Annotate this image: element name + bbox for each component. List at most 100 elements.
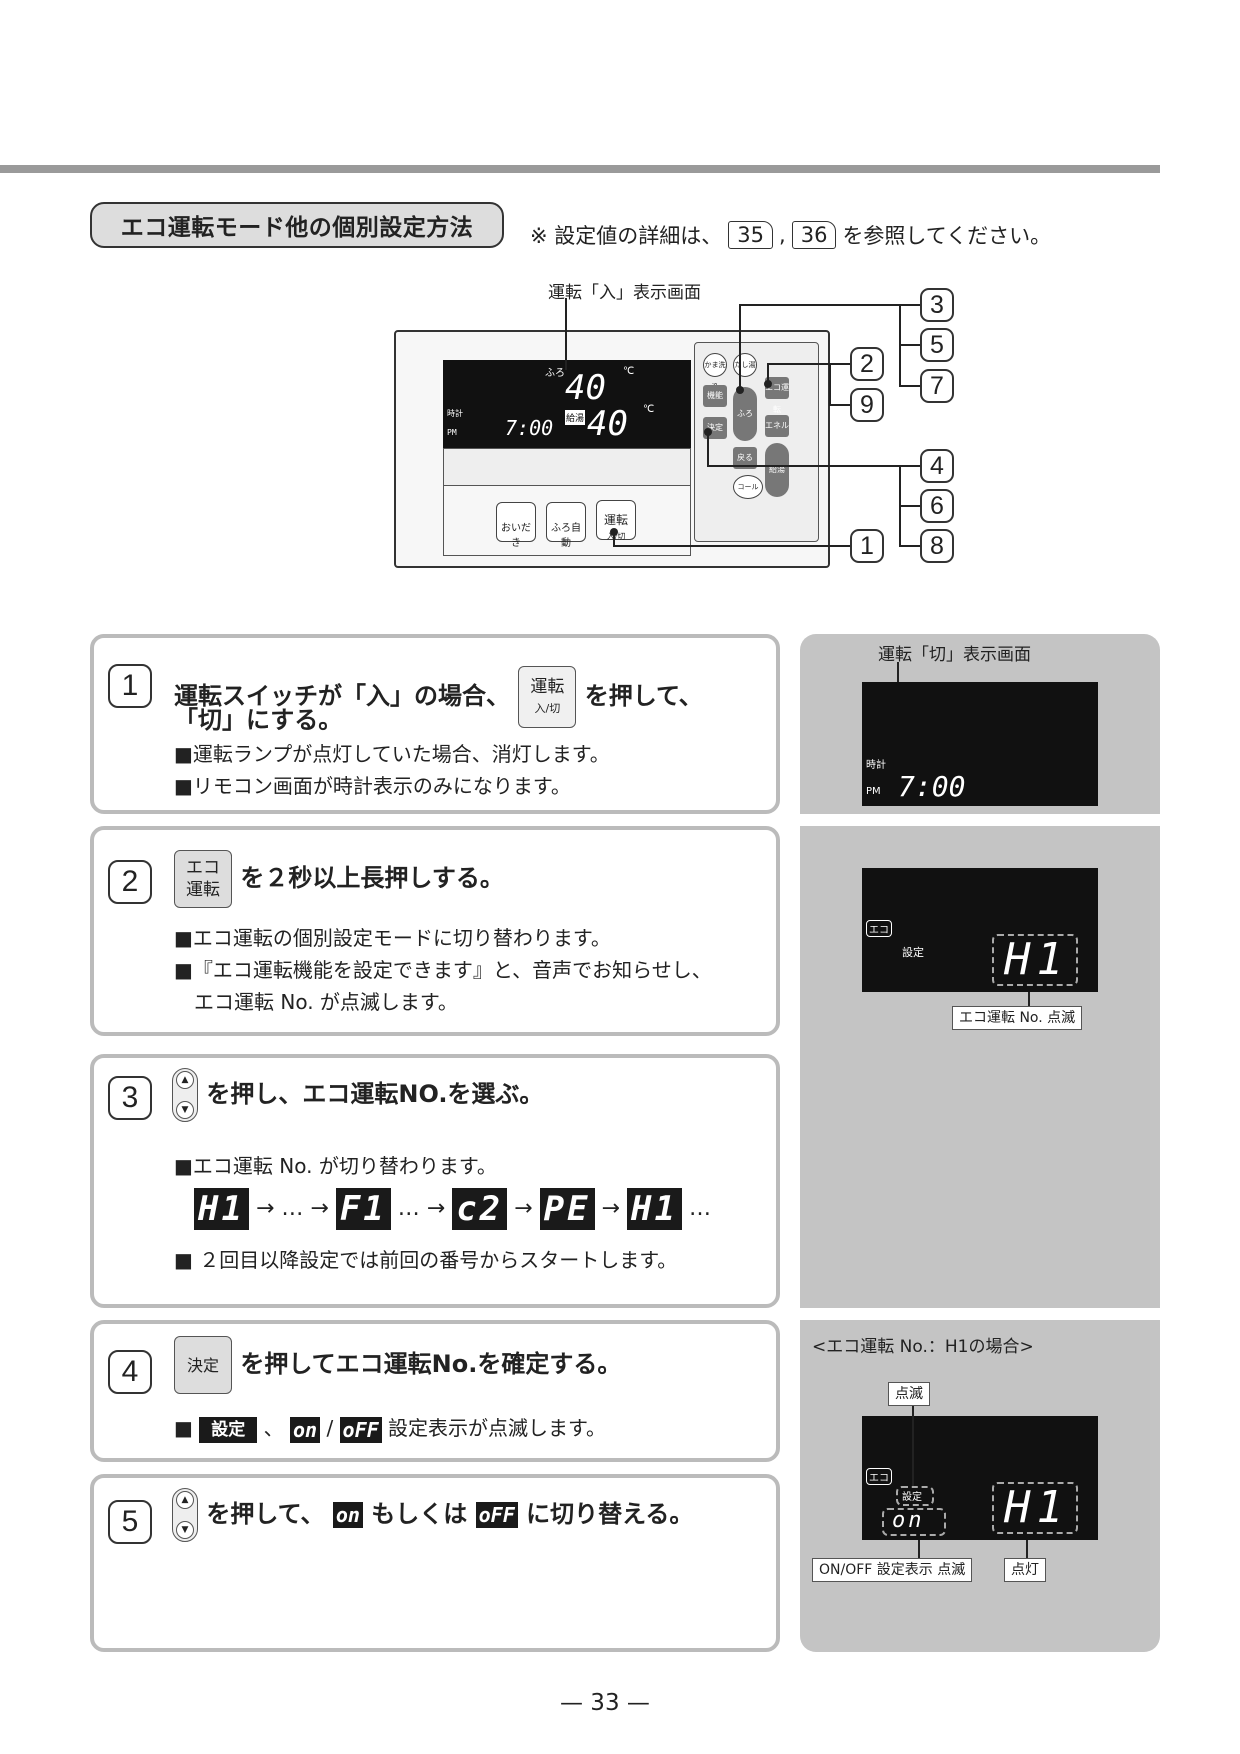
step-bullet: ■リモコン画面が時計表示のみになります。 [174, 774, 571, 798]
step-bullet: ■運転ランプが点灯していた場合、消灯します。 [174, 742, 610, 766]
furo-auto-button[interactable]: ふろ自動 [546, 502, 586, 549]
step-number: 3 [108, 1076, 152, 1120]
eco-button[interactable]: エコ運転 [765, 377, 789, 414]
callout-2: 2 [850, 347, 884, 381]
remote-lcd: ふろ 40 ℃ 時計 PM 7:00 給湯 40 ℃ [443, 360, 691, 448]
lcd-off: 時計 PM 7:00 [862, 682, 1098, 806]
seg-on: on [332, 1502, 363, 1528]
step-1: 1 運転スイッチが「入」の場合、 運転入/切 を押して、 「切」にする。 ■運転… [90, 634, 780, 814]
step-bullet: エコ運転 No. が点滅します。 [194, 990, 458, 1014]
kamado-button[interactable]: かま洗浄 [703, 353, 727, 391]
oidaki-button[interactable]: おいだき [496, 502, 536, 549]
kettei-button[interactable]: 決定 [703, 417, 727, 439]
lcd-clock-label: 時計 [866, 760, 886, 771]
seg-off: oFF [475, 1502, 518, 1528]
furo-updown-icon: ▲ふろ▼ [172, 1068, 198, 1122]
lcd-eco-mode: エコ 設定 H1 [862, 868, 1098, 992]
reference-note: ※ 設定値の詳細は、 35 , 36 を参照してください。 [530, 220, 1051, 250]
onoff-blink-tag: ON/OFF 設定表示 点滅 [812, 1558, 973, 1582]
lcd-h1: エコ 設定 on H1 [862, 1416, 1098, 1540]
step-number: 1 [108, 664, 152, 708]
callout-9: 9 [850, 388, 884, 422]
tashi-button[interactable]: たし湯 [733, 353, 757, 377]
panel-h1-case: <エコ運転 No.：H1の場合> 点滅 エコ 設定 on H1 ON/OFF 設… [800, 1320, 1160, 1652]
seg-code: F1 [335, 1188, 391, 1230]
diagram-label: 運転「入」表示画面 [548, 283, 701, 303]
blink-frame [992, 934, 1078, 986]
panel-off-screen: 運転「切」表示画面 時計 PM 7:00 [800, 634, 1160, 814]
kyuto-updown[interactable]: 給湯 [765, 443, 789, 497]
lcd-code: H1 [1004, 1482, 1069, 1533]
step-bullet: ■エコ運転 No. が切り替わります。 [174, 1154, 497, 1178]
lcd-furo: ふろ [545, 368, 565, 379]
callout-6: 6 [920, 489, 954, 523]
page-number: — 33 — [560, 1690, 650, 1716]
step-number: 5 [108, 1500, 152, 1544]
ref-prefix: ※ 設定値の詳細は、 [530, 224, 723, 248]
seg-code: H1 [626, 1188, 682, 1230]
lcd-pm: PM [447, 428, 457, 437]
lit-tag: 点灯 [1004, 1558, 1046, 1582]
ref-sep: , [779, 223, 786, 247]
panel-caption: <エコ運転 No.：H1の場合> [812, 1337, 1034, 1357]
lcd-setting: 設定 [902, 1492, 922, 1503]
eco-key-icon: エコ運転 [174, 850, 232, 908]
furo-updown[interactable]: ふろ [733, 387, 757, 441]
seg-code: PE [539, 1188, 595, 1230]
blink-tag: エコ運転 No. 点滅 [952, 1006, 1083, 1030]
callout-4: 4 [920, 449, 954, 483]
lcd-kyuto: 給湯 [565, 410, 586, 425]
seg-code: H1 [194, 1188, 249, 1230]
blink-tag: 点滅 [888, 1382, 930, 1406]
remote-button-row: おいだき ふろ自動 運転入/切 [443, 486, 691, 556]
page-ref-35[interactable]: 35 [728, 221, 774, 249]
step-title: エコ運転 を２秒以上長押しする。 [174, 850, 504, 908]
callout-3: 3 [920, 288, 954, 322]
panel-label: 運転「切」表示画面 [878, 645, 1031, 665]
callout-1: 1 [850, 529, 884, 563]
section-heading: エコ運転モード他の個別設定方法 [90, 202, 504, 248]
tag-line [918, 1540, 920, 1558]
step-4: 4 決定 を押してエコ運転No.を確定する。 ■ 設定 、 on / oFF 設… [90, 1320, 780, 1462]
unten-button[interactable]: 運転入/切 [596, 500, 636, 541]
ene-button[interactable]: エネルック [765, 415, 789, 452]
panel-eco-mode: エコ 設定 H1 エコ運転 No. 点滅 [800, 826, 1160, 1308]
lcd-time: 7:00 [898, 770, 966, 803]
remote-diagram: ふろ 40 ℃ 時計 PM 7:00 給湯 40 ℃ おいだき ふろ自動 運転入… [394, 330, 830, 568]
lcd-onoff: on [892, 1508, 925, 1533]
remote-lcd-lower [443, 448, 691, 486]
step-5: 5 ▲ふろ▼ を押して、 on もしくは oFF に切り替える。 [90, 1474, 780, 1652]
lcd-setting: 設定 [902, 946, 924, 959]
step-number: 2 [108, 860, 152, 904]
seg-off: oFF [339, 1416, 382, 1443]
call-button[interactable]: コール [733, 475, 763, 499]
step-2: 2 エコ運転 を２秒以上長押しする。 ■エコ運転の個別設定モードに切り替わります… [90, 826, 780, 1036]
step-number: 4 [108, 1350, 152, 1394]
kino-button[interactable]: 機能 [703, 385, 727, 407]
step-title: ▲ふろ▼ を押し、エコ運転NO.を選ぶ。 [172, 1068, 543, 1122]
blink-frame [882, 1508, 946, 1536]
step-title: 運転スイッチが「入」の場合、 運転入/切 を押して、 [174, 666, 703, 728]
label-line [897, 662, 899, 694]
seg-setting: 設定 [199, 1416, 258, 1443]
lcd-temp-top: 40 [565, 368, 606, 408]
callout-8: 8 [920, 529, 954, 563]
seg-on: on [289, 1416, 321, 1443]
lit-frame [992, 1482, 1078, 1534]
step-bullet: ■エコ運転の個別設定モードに切り替わります。 [174, 926, 611, 950]
step-3: 3 ▲ふろ▼ を押し、エコ運転NO.を選ぶ。 ■エコ運転 No. が切り替わりま… [90, 1054, 780, 1308]
page-ref-36[interactable]: 36 [791, 221, 837, 249]
lcd-code: H1 [1004, 934, 1069, 985]
tag-line [912, 1406, 914, 1486]
lcd-temp-bottom: 40 [587, 404, 628, 444]
lcd-time: 7:00 [505, 416, 554, 440]
unten-key-icon: 運転入/切 [518, 666, 577, 728]
callout-5: 5 [920, 328, 954, 362]
tag-line [1028, 992, 1030, 1006]
step-title-2: 「切」にする。 [174, 706, 343, 734]
modoru-button[interactable]: 戻る [733, 447, 757, 469]
tag-line [1026, 1540, 1028, 1558]
step-title: ▲ふろ▼ を押して、 on もしくは oFF に切り替える。 [172, 1488, 693, 1542]
lcd-deg-bottom: ℃ [643, 404, 655, 415]
step-bullet: ■『エコ運転機能を設定できます』と、音声でお知らせし、 [174, 958, 712, 982]
